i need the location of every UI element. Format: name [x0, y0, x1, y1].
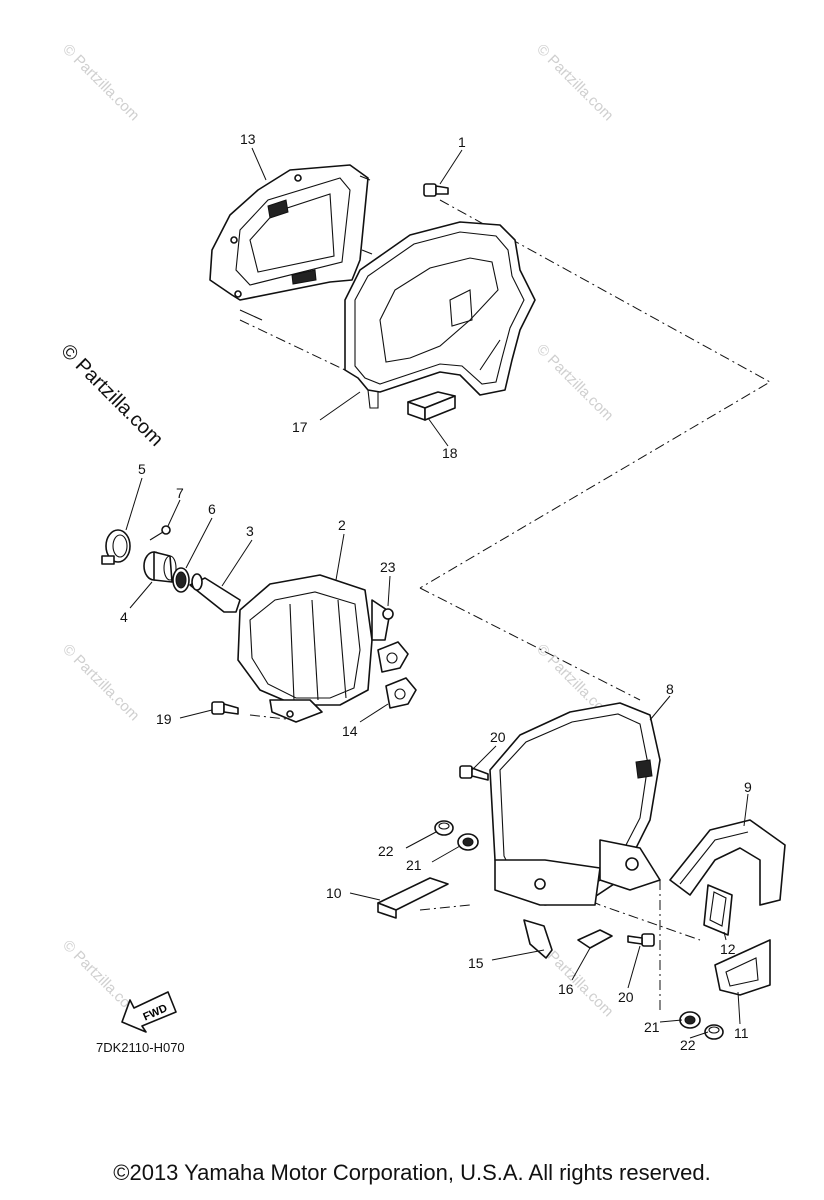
collar-part-22-upper [434, 820, 454, 836]
callout-9: 9 [744, 779, 752, 795]
bolt-part-20-upper [459, 765, 489, 781]
callout-20-upper: 20 [490, 729, 506, 745]
callout-15: 15 [468, 955, 484, 971]
callout-8: 8 [666, 681, 674, 697]
callout-17: 17 [292, 419, 308, 435]
callout-10: 10 [326, 885, 342, 901]
watermark-top-right: © Partzilla.com [533, 41, 616, 124]
callout-13: 13 [240, 131, 256, 147]
watermark-large: © Partzilla.com [56, 340, 167, 451]
bolt-part-20-lower [627, 933, 655, 947]
clip-part-12 [703, 884, 733, 936]
callout-5: 5 [138, 461, 146, 477]
airbox-case-part-17 [344, 221, 536, 409]
joint-part-4 [143, 551, 177, 583]
callout-16: 16 [558, 981, 574, 997]
duct-part-3 [189, 573, 241, 613]
callout-11: 11 [734, 1025, 749, 1041]
clip-part-11 [714, 939, 771, 996]
fwd-arrow-icon: FWD [121, 991, 177, 1033]
callout-3: 3 [246, 523, 254, 539]
callout-21-lower: 21 [644, 1019, 660, 1035]
collar-part-22-lower [704, 1024, 724, 1040]
copyright-notice: ©2013 Yamaha Motor Corporation, U.S.A. A… [113, 1160, 711, 1185]
gasket-part-14 [377, 641, 417, 709]
pad-part-16 [577, 929, 613, 949]
screw-part-7 [149, 525, 171, 541]
cover-gasket-part-13 [209, 164, 373, 321]
watermark-mid-right: © Partzilla.com [533, 341, 616, 424]
leader-lines [125, 147, 749, 1039]
callouts: 13 1 17 18 5 7 6 3 2 4 23 19 14 8 20 9 2… [120, 131, 752, 1053]
foam-strip-part-18 [407, 391, 456, 421]
foam-strip-part-10 [377, 877, 449, 919]
callout-18: 18 [442, 445, 458, 461]
clamp-part-5 [101, 529, 131, 565]
intake-box-part-2 [237, 574, 391, 723]
bracket-part-15 [523, 919, 553, 959]
callout-6: 6 [208, 501, 216, 517]
lower-cover-part-8 [489, 702, 661, 906]
callout-22-lower: 22 [680, 1037, 696, 1053]
bolt-part-19 [211, 701, 239, 715]
band-part-9 [669, 819, 786, 906]
watermark-mid-left: © Partzilla.com [59, 641, 142, 724]
screen-part-6 [172, 567, 190, 593]
assembly-lines [239, 199, 772, 1010]
watermark-top-left: © Partzilla.com [59, 41, 142, 124]
callout-19: 19 [156, 711, 172, 727]
callout-1: 1 [458, 134, 466, 150]
grommet-part-21-lower [679, 1011, 701, 1029]
callout-12: 12 [720, 941, 736, 957]
grommet-part-21-upper [457, 833, 479, 851]
diagram-code: 7DK2110-H070 [96, 1040, 185, 1055]
nut-part-23 [382, 608, 394, 620]
callout-4: 4 [120, 609, 128, 625]
bolt-part-1 [423, 183, 449, 197]
callout-14: 14 [342, 723, 358, 739]
callout-20-lower: 20 [618, 989, 634, 1005]
callout-2: 2 [338, 517, 346, 533]
callout-23: 23 [380, 559, 396, 575]
callout-7: 7 [176, 485, 184, 501]
callout-22-upper: 22 [378, 843, 394, 859]
callout-21-upper: 21 [406, 857, 422, 873]
